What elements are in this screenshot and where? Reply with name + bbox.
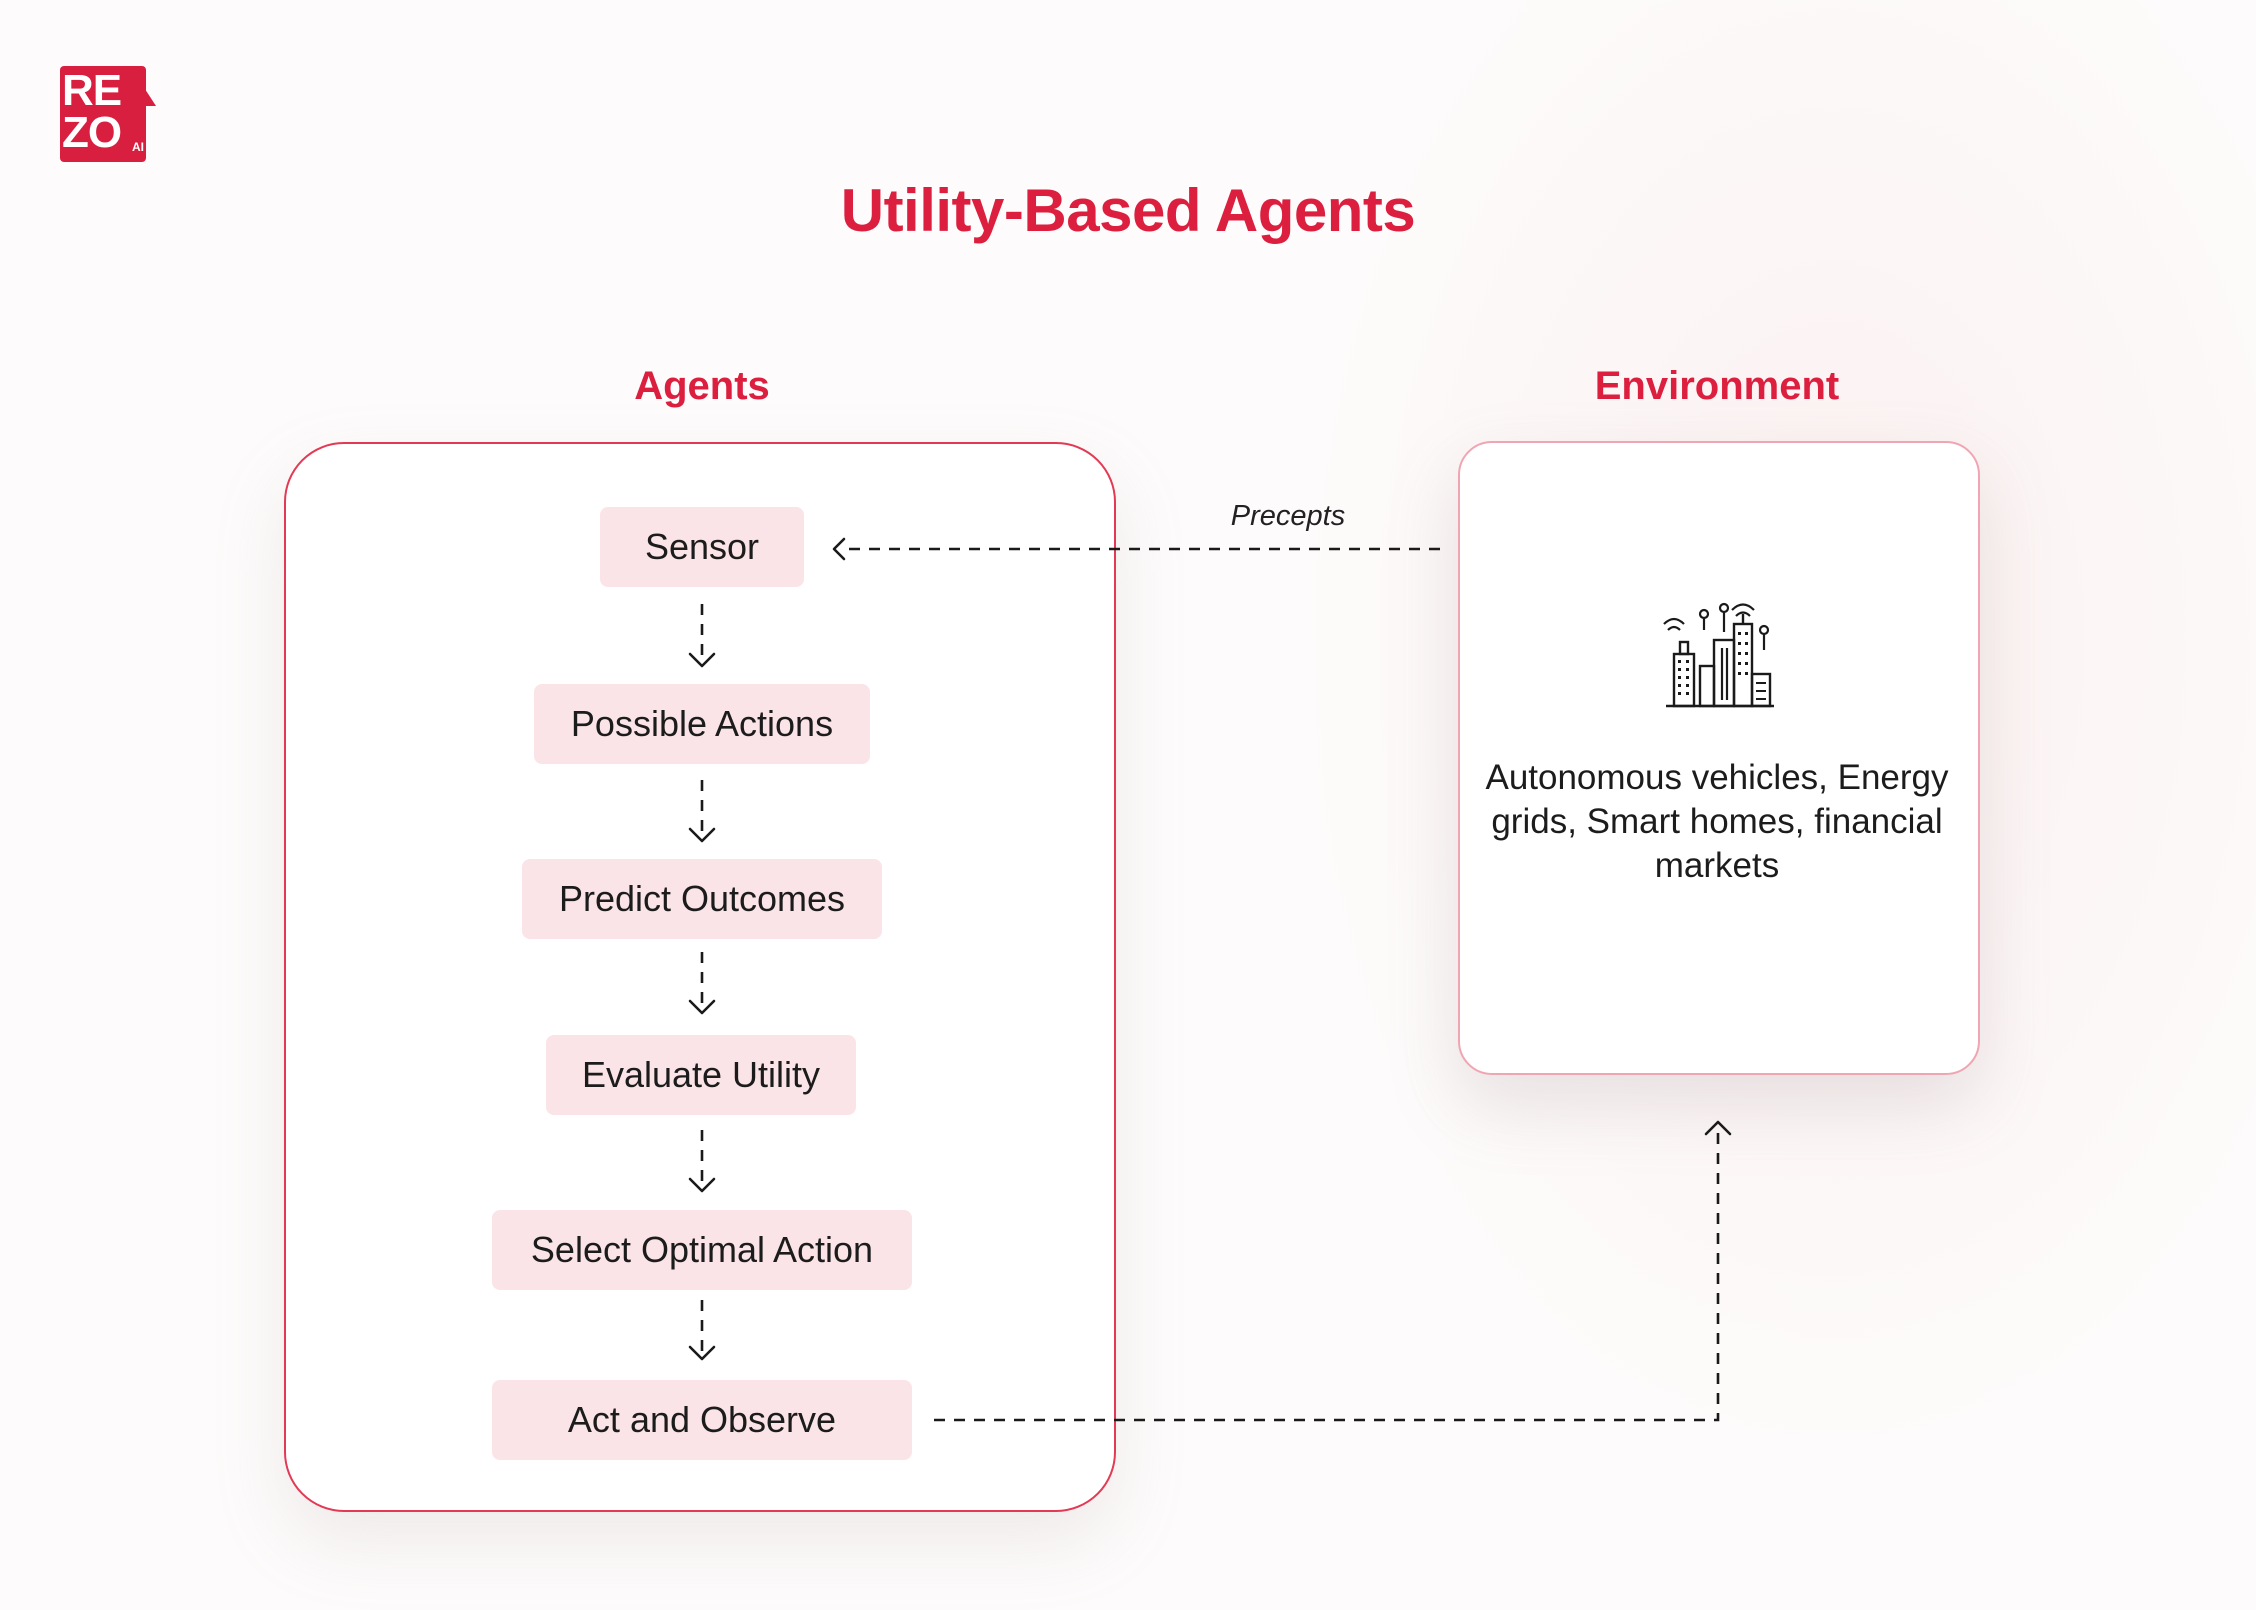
logo-line1: RE [62, 66, 122, 115]
page-title: Utility-Based Agents [840, 177, 1416, 244]
agents-label: Agents [634, 364, 770, 408]
step-possible-actions: Possible Actions [534, 684, 870, 764]
precepts-arrowhead [832, 537, 846, 561]
agents-panel [284, 442, 1116, 1512]
environment-label: Environment [1594, 364, 1840, 408]
city-buildings-icon [1663, 602, 1774, 708]
step-act-and-observe: Act and Observe [492, 1380, 912, 1460]
flow-arrowhead-4 [688, 1177, 716, 1193]
environment-description: Autonomous vehicles, Energy grids, Smart… [1485, 758, 1949, 885]
step-predict-outcomes: Predict Outcomes [522, 859, 882, 939]
precepts-label: Precepts [1230, 500, 1346, 532]
flow-arrowhead-1 [688, 652, 716, 668]
step-sensor: Sensor [600, 507, 804, 587]
logo-roof [130, 66, 156, 106]
logo-text: RE ZO [62, 66, 122, 157]
action-arrowhead [1704, 1120, 1732, 1136]
flow-arrowhead-5 [688, 1345, 716, 1361]
environment-panel [1458, 441, 1980, 1075]
flow-arrowhead-3 [688, 999, 716, 1015]
rezo-logo: RE ZO AI [60, 66, 156, 162]
action-connector [934, 1130, 1720, 1422]
step-select-optimal-action: Select Optimal Action [492, 1210, 912, 1290]
logo-suffix: AI [132, 140, 144, 154]
step-evaluate-utility: Evaluate Utility [546, 1035, 856, 1115]
logo-line2: ZO [62, 108, 122, 157]
flow-arrowhead-2 [688, 827, 716, 843]
